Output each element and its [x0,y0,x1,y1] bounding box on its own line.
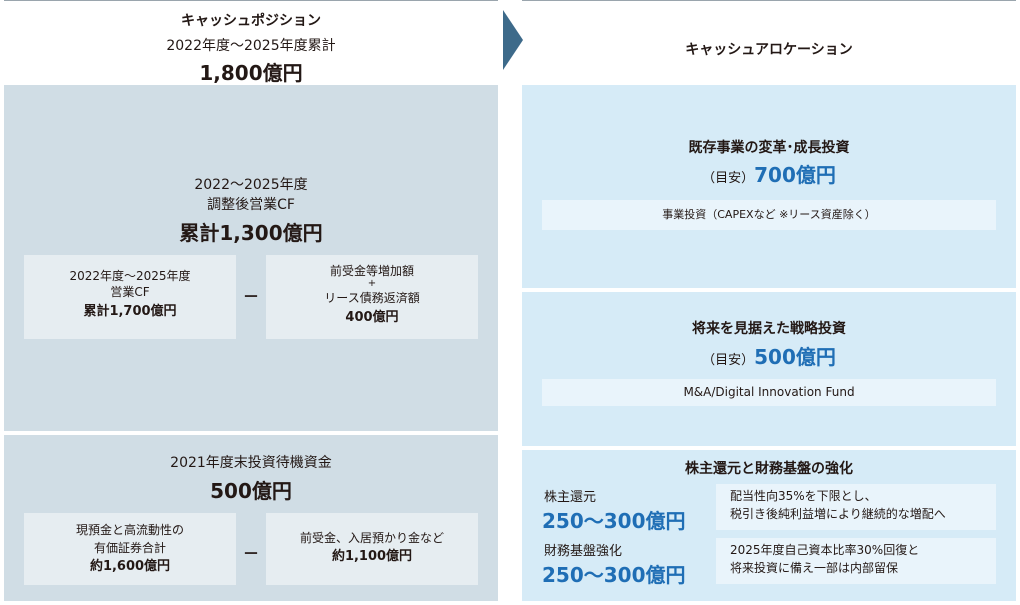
lease-repayment-label: リース債務返済額 [324,291,420,305]
deposits-value: 約1,100億円 [331,549,413,564]
guideline-prefix: （目安） [702,171,755,186]
return-label: 株主還元 [544,490,597,505]
standby-funds-total: 500億円 [210,479,292,503]
advance-increase-label: 前受金等増加額 [329,264,414,278]
strategic-investment-note: M&A/Digital Innovation Fund [542,379,996,406]
return-amount: 250〜300億円 [542,509,686,533]
cash-position-title: キャッシュポジション [181,13,321,29]
operating-cf-label: 営業CF [110,285,150,299]
strategic-investment-panel: 将来を見据えた戦略投資 （目安）500億円 M&A/Digital Innova… [522,292,1016,446]
standby-funds-title: 2021年度末投資待機資金 [170,455,332,471]
cash-position-period: 2022年度〜2025年度累計 [166,38,336,54]
operating-cf-period: 2022年度〜2025年度 [69,269,191,283]
plus-operator: + [367,278,377,289]
strategic-investment-title: 将来を見据えた戦略投資 [692,321,846,337]
adjusted-cf-total: 累計1,300億円 [179,221,323,245]
minus-operator: － [242,287,259,306]
growth-investment-note: 事業投資（CAPEXなど ※リース資産除く） [542,200,996,230]
cash-securities-line2: 有価証券合計 [93,541,166,555]
advance-lease-value: 400億円 [345,310,399,325]
cash-allocation-header: キャッシュアロケーション [522,0,1016,80]
deposits-label: 前受金、入居預かり金など [299,531,444,545]
cash-securities-box: 現預金と高流動性の 有価証券合計 約1,600億円 [24,513,236,585]
return-desc-line1: 配当性向35%を下限とし、 [730,489,877,503]
finance-label: 財務基盤強化 [544,544,623,559]
deposits-box: 前受金、入居預かり金など 約1,100億円 [266,513,478,585]
right-arrow-icon [503,10,523,70]
growth-investment-panel: 既存事業の変革･成長投資 （目安）700億円 事業投資（CAPEXなど ※リース… [522,85,1016,288]
advance-lease-box: 前受金等増加額 + リース債務返済額 400億円 [266,255,478,339]
finance-description-box: 2025年度自己資本比率30%回復と 将来投資に備え一部は内部留保 [716,538,996,584]
standby-funds-panel: 2021年度末投資待機資金 500億円 現預金と高流動性の 有価証券合計 約1,… [4,435,498,601]
cash-securities-line1: 現預金と高流動性の [75,523,184,537]
cash-position-total: 1,800億円 [199,61,303,85]
growth-investment-amount-row: （目安）700億円 [522,159,1016,188]
cash-allocation-title: キャッシュアロケーション [685,42,853,58]
finance-desc-line2: 将来投資に備え一部は内部留保 [730,561,899,575]
growth-investment-title: 既存事業の変革･成長投資 [688,140,850,156]
return-desc-line2: 税引き後純利益増により継続的な増配へ [730,507,946,521]
guideline-prefix: （目安） [702,353,755,368]
growth-investment-amount: 700億円 [754,163,836,187]
operating-cf-value: 累計1,700億円 [83,304,177,319]
adjusted-cf-panel: 2022〜2025年度 調整後営業CF 累計1,300億円 2022年度〜202… [4,85,498,431]
cash-position-header: キャッシュポジション 2022年度〜2025年度累計 1,800億円 [4,0,498,85]
adjusted-cf-label: 調整後営業CF [207,197,295,213]
cash-securities-value: 約1,600億円 [89,559,171,574]
finance-desc-line1: 2025年度自己資本比率30%回復と [730,543,920,557]
strategic-investment-amount: 500億円 [754,345,836,369]
strategic-investment-amount-row: （目安）500億円 [522,341,1016,370]
finance-amount: 250〜300億円 [542,563,686,587]
adjusted-cf-period: 2022〜2025年度 [194,177,308,193]
shareholder-return-panel: 株主還元と財務基盤の強化 株主還元 250〜300億円 配当性向35%を下限とし… [522,450,1016,601]
shareholder-return-title: 株主還元と財務基盤の強化 [685,461,853,477]
return-description-box: 配当性向35%を下限とし、 税引き後純利益増により継続的な増配へ [716,484,996,530]
minus-operator: － [242,544,259,563]
operating-cf-box: 2022年度〜2025年度 営業CF 累計1,700億円 [24,255,236,339]
